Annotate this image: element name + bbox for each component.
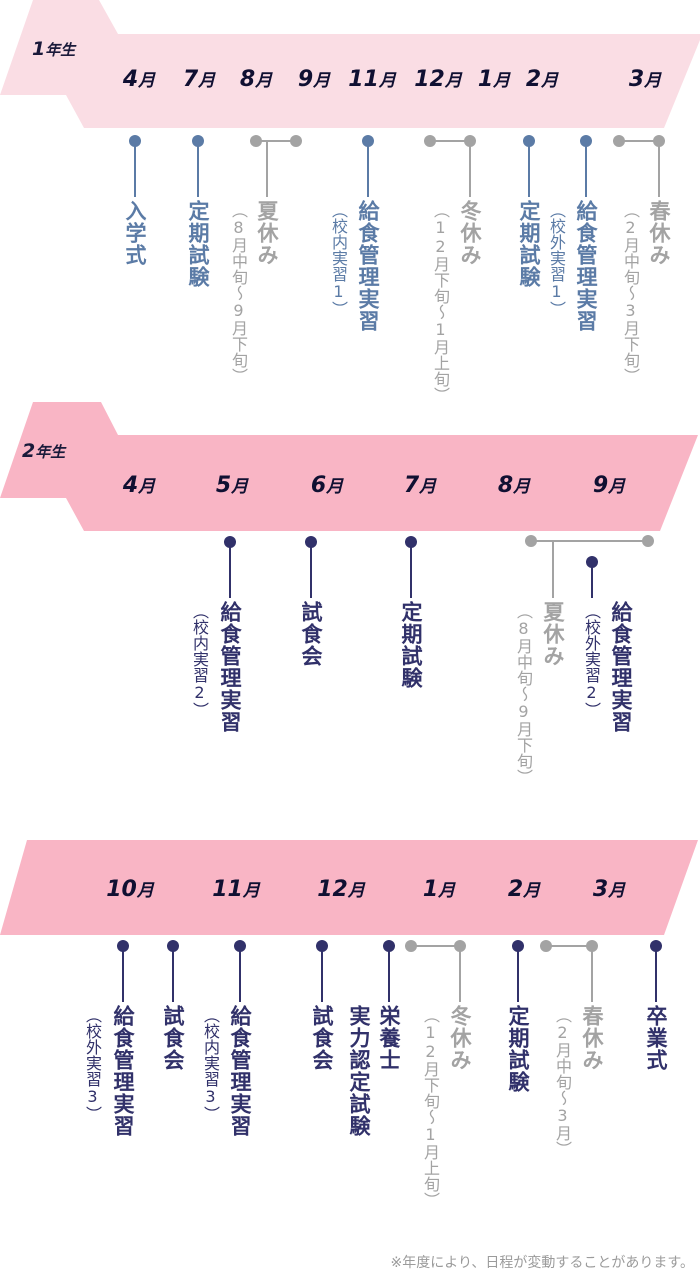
holiday-period: （12月下旬～1月上旬） <box>421 1007 440 1208</box>
holiday-label: 夏休み <box>255 200 279 266</box>
event-connector <box>469 141 471 197</box>
month-label: 7月 <box>182 67 216 92</box>
holiday-end-dot <box>642 535 654 547</box>
event-connector <box>367 141 369 197</box>
event-sublabel: （校内実習3） <box>201 1007 220 1122</box>
month-label: 10月 <box>106 877 154 902</box>
holiday-period: （2月中旬～3月） <box>553 1007 572 1157</box>
event-sublabel: （校内実習1） <box>329 202 348 317</box>
event-connector <box>517 946 519 1002</box>
holiday-label: 夏休み <box>541 601 565 667</box>
event-connector <box>585 141 587 197</box>
event-connector <box>388 946 390 1002</box>
timeline-banners <box>0 0 700 935</box>
holiday-period: （8月中旬～9月下旬） <box>514 603 533 785</box>
event-connector <box>229 542 231 598</box>
holiday-label: 冬休み <box>448 1005 472 1071</box>
month-label: 8月 <box>239 67 273 92</box>
holiday-range-line <box>430 140 470 142</box>
event-label: 給食管理実習 <box>574 200 598 332</box>
event-label: 試食会 <box>310 1005 334 1071</box>
month-label: 1月 <box>477 67 511 92</box>
event-connector <box>172 946 174 1002</box>
event-label: 栄養士 <box>377 1005 401 1071</box>
holiday-label: 冬休み <box>458 200 482 266</box>
month-label: 7月 <box>403 473 437 498</box>
month-label: 8月 <box>497 473 531 498</box>
year2b-banner <box>0 840 698 935</box>
month-label: 2月 <box>525 67 559 92</box>
holiday-range-line <box>546 945 592 947</box>
month-label: 4月 <box>122 67 156 92</box>
holiday-range-line <box>411 945 460 947</box>
year1-banner <box>0 0 700 128</box>
month-label: 3月 <box>628 67 662 92</box>
year2-label: 2年生 <box>22 440 66 462</box>
event-label: 定期試験 <box>186 200 210 288</box>
month-label: 2月 <box>507 877 541 902</box>
event-label-line2: 実力認定試験 <box>347 1005 371 1137</box>
holiday-label: 春休み <box>647 200 671 266</box>
event-label: 定期試験 <box>517 200 541 288</box>
event-label: 定期試験 <box>506 1005 530 1093</box>
event-connector <box>658 141 660 197</box>
event-label: 定期試験 <box>399 601 423 689</box>
holiday-range-line <box>256 140 296 142</box>
month-label: 9月 <box>297 67 331 92</box>
event-sublabel: （校外実習3） <box>83 1007 102 1122</box>
event-connector <box>591 946 593 1002</box>
event-connector <box>528 141 530 197</box>
event-connector <box>122 946 124 1002</box>
event-label: 給食管理実習 <box>111 1005 135 1137</box>
event-connector <box>459 946 461 1002</box>
month-label: 6月 <box>310 473 344 498</box>
event-label: 給食管理実習 <box>218 601 242 733</box>
event-label: 給食管理実習 <box>609 601 633 733</box>
event-sublabel: （校外実習1） <box>547 202 566 317</box>
holiday-range-line <box>619 140 659 142</box>
event-connector <box>552 541 554 598</box>
event-label: 試食会 <box>161 1005 185 1071</box>
holiday-end-dot <box>290 135 302 147</box>
holiday-label: 春休み <box>580 1005 604 1071</box>
month-label: 9月 <box>592 473 626 498</box>
event-connector <box>266 141 268 197</box>
month-label: 12月 <box>414 67 462 92</box>
event-connector <box>591 562 593 598</box>
holiday-period: （12月下旬～1月上旬） <box>431 202 450 403</box>
event-label: 入学式 <box>123 200 147 266</box>
event-label: 給食管理実習 <box>228 1005 252 1137</box>
month-label: 5月 <box>215 473 249 498</box>
event-connector <box>321 946 323 1002</box>
event-connector <box>134 141 136 197</box>
event-connector <box>655 946 657 1002</box>
month-label: 1月 <box>422 877 456 902</box>
event-connector <box>310 542 312 598</box>
event-connector <box>197 141 199 197</box>
event-sublabel: （校外実習2） <box>582 603 601 718</box>
month-label: 12月 <box>317 877 365 902</box>
month-label: 11月 <box>212 877 260 902</box>
event-label: 試食会 <box>299 601 323 667</box>
event-sublabel: （校内実習2） <box>190 603 209 718</box>
holiday-period: （8月中旬～9月下旬） <box>229 202 248 384</box>
year1-label: 1年生 <box>32 38 76 60</box>
event-connector <box>239 946 241 1002</box>
holiday-period: （2月中旬～3月下旬） <box>621 202 640 384</box>
month-label: 4月 <box>122 473 156 498</box>
schedule-note: ※年度により、日程が変動することがあります。 <box>390 1255 695 1271</box>
year2-banner <box>0 402 698 531</box>
month-label: 3月 <box>592 877 626 902</box>
holiday-range-line <box>531 540 648 542</box>
event-label: 給食管理実習 <box>356 200 380 332</box>
event-label: 卒業式 <box>644 1005 668 1071</box>
month-label: 11月 <box>348 67 396 92</box>
event-connector <box>410 542 412 598</box>
